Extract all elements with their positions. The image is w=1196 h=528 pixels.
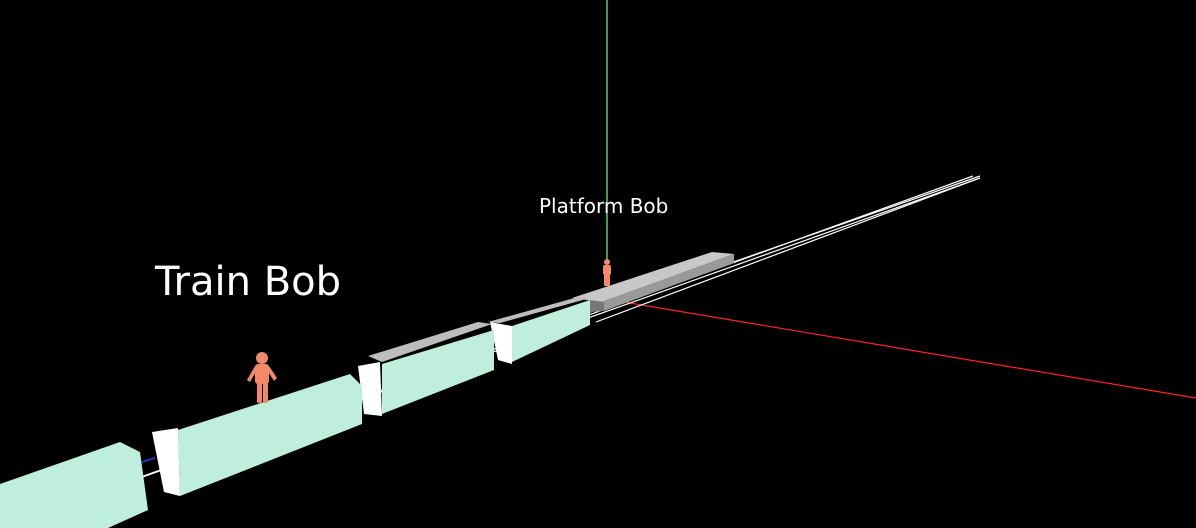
train-car-4-side <box>382 330 494 414</box>
train-car-4-end <box>358 362 382 416</box>
platform-bob-figure <box>603 259 611 286</box>
train-car-2-side <box>0 442 148 528</box>
train-car-3 <box>152 374 362 496</box>
platform-top <box>572 252 734 302</box>
train-car-5 <box>488 297 590 364</box>
platform-bob-head <box>604 259 610 265</box>
train-car-2 <box>0 442 156 528</box>
train-car-5-roof <box>488 297 590 323</box>
train-car-3-end <box>152 428 180 496</box>
platform-side <box>602 254 734 311</box>
train-bob-leg-left <box>257 383 262 403</box>
platform-front <box>590 300 604 312</box>
train-bob-label: Train Bob <box>155 259 341 305</box>
train-car-4 <box>358 322 494 416</box>
train-bob-figure <box>247 352 277 403</box>
train-bob-leg-right <box>263 383 268 403</box>
train-car-5-side <box>512 300 590 362</box>
platform-bob-label: Platform Bob <box>539 194 669 218</box>
rail-far-b <box>595 177 981 323</box>
train-bob-arm-left <box>247 366 257 382</box>
train-car-3-side <box>178 374 362 496</box>
train-bob-head <box>256 352 268 364</box>
x-axis-line <box>611 299 1196 399</box>
train-bob-torso <box>255 364 269 384</box>
platform-bob-torso <box>603 265 611 275</box>
train-bob-arm-right <box>267 366 277 381</box>
train-car-5-end <box>490 322 512 364</box>
train-car-4-roof <box>368 322 492 362</box>
train-coupler <box>141 457 156 463</box>
platform <box>572 252 734 312</box>
platform-bob-legs <box>604 274 610 286</box>
